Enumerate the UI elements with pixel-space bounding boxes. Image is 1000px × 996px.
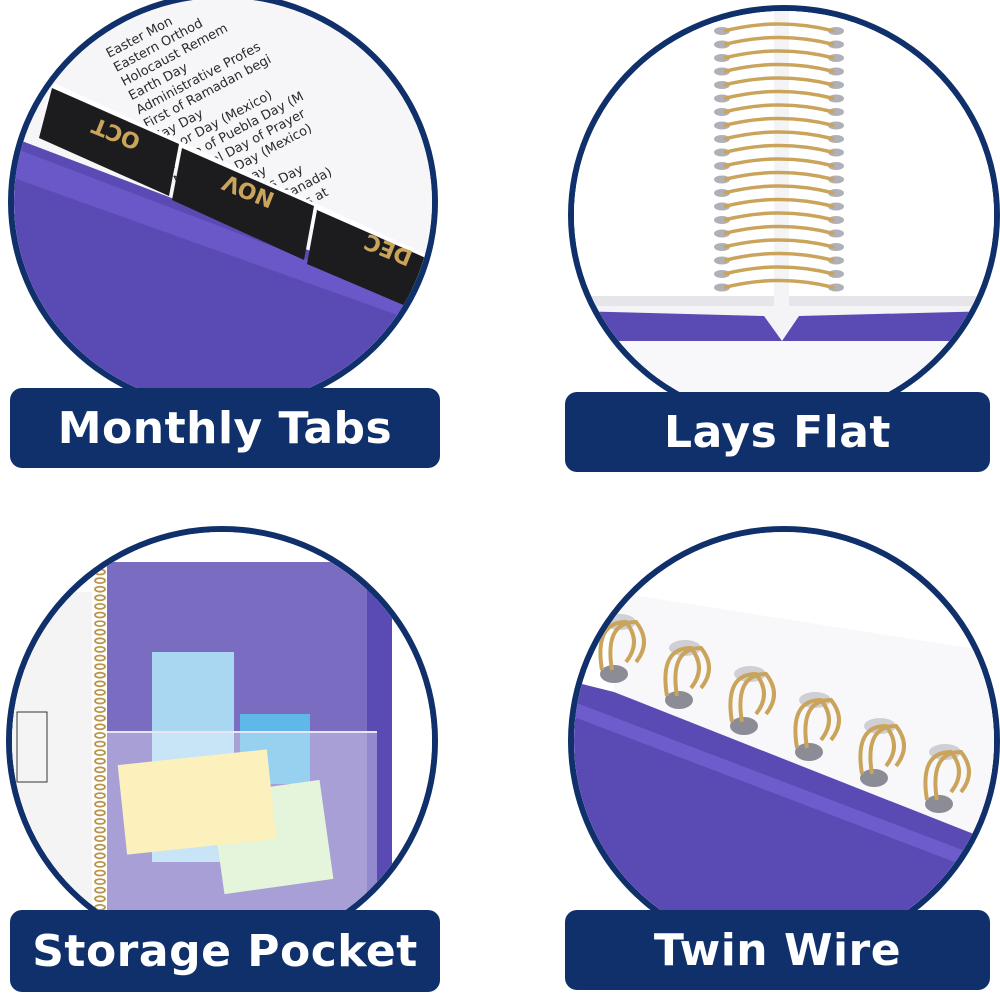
spiral-coil: [94, 568, 106, 929]
twin-wire-label: Twin Wire: [565, 910, 990, 990]
feature-twin-wire: Twin Wire: [500, 500, 1000, 996]
feature-storage-pocket: Storage Pocket: [0, 500, 500, 996]
feature-lays-flat: Lays Flat: [500, 0, 1000, 480]
monthly-tabs-label: Monthly Tabs: [10, 388, 440, 468]
storage-pocket-photo: [6, 526, 438, 956]
spiral-coil: [714, 22, 844, 292]
twin-wire-rings: [598, 614, 971, 813]
lays-flat-photo: [568, 5, 1000, 425]
lays-flat-label: Lays Flat: [565, 392, 990, 472]
twin-wire-photo: [568, 526, 1000, 956]
storage-pocket-label: Storage Pocket: [10, 910, 440, 992]
